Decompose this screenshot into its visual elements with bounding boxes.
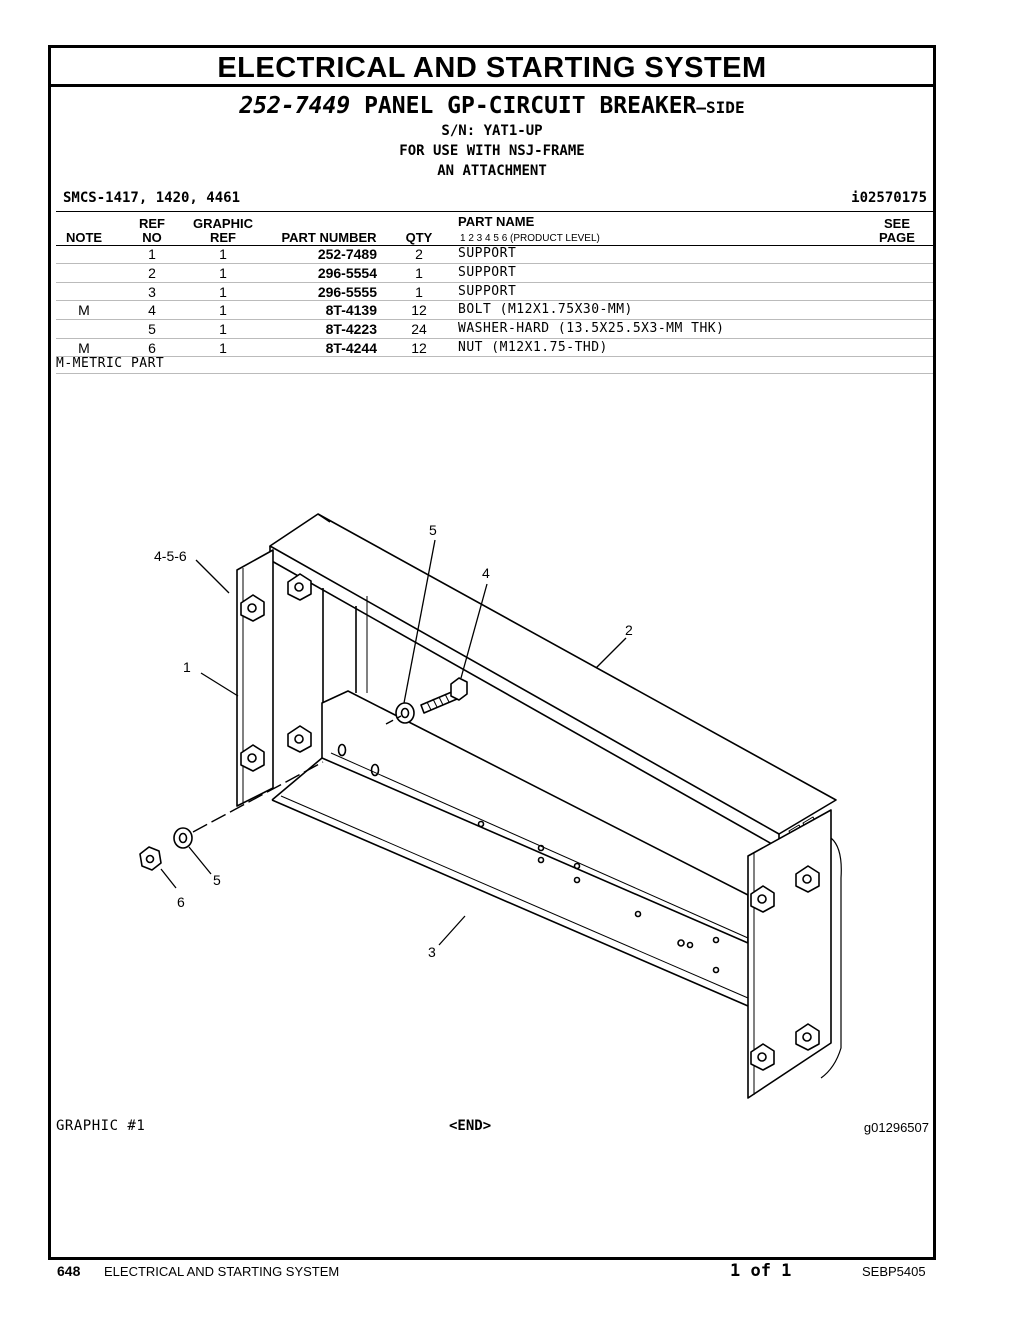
callout-leaders (160, 539, 627, 946)
smcs-codes: SMCS-1417, 1420, 4461 (63, 190, 241, 206)
parts-illustration (139, 513, 842, 1099)
col-ref-top: REF (139, 216, 165, 231)
row-divider (56, 263, 933, 264)
page-title: ELECTRICAL AND STARTING SYSTEM (217, 52, 767, 84)
row-note: M (78, 302, 90, 318)
end-marker: <END> (449, 1118, 492, 1134)
page-frame: ELECTRICAL AND STARTING SYSTEM 252-7449 … (48, 45, 936, 1260)
callout-6: 6 (177, 894, 185, 910)
exploded-bolt-4 (420, 677, 468, 714)
row-graphic-ref: 1 (219, 284, 227, 300)
group-part-number: 252-7449 (239, 93, 351, 119)
callout-5-top: 5 (429, 522, 437, 538)
col-graphic-top: GRAPHIC (193, 216, 253, 231)
callout-4-5-6: 4-5-6 (154, 548, 187, 564)
col-see-bottom: PAGE (879, 230, 915, 245)
illustration-id: i02570175 (851, 190, 927, 206)
col-see-top: SEE (883, 216, 910, 231)
row-qty: 12 (411, 302, 427, 318)
row-ref-no: 3 (148, 284, 156, 300)
table-row: 2 1 296-5554 1 SUPPORT (51, 264, 933, 282)
row-ref-no: 6 (148, 340, 156, 356)
table-top-rule (56, 211, 933, 212)
row-part-number: 8T-4223 (325, 321, 377, 337)
row-part-name: NUT (M12X1.75-THD) (458, 340, 608, 355)
callout-4: 4 (482, 565, 490, 581)
row-qty: 1 (415, 284, 423, 300)
support-3-drawing (271, 690, 749, 1007)
row-qty: 12 (411, 340, 427, 356)
row-part-number: 8T-4139 (325, 302, 377, 318)
row-divider (56, 300, 933, 301)
assembly-line-top (385, 715, 402, 725)
row-qty: 1 (415, 265, 423, 281)
plate-fasteners (240, 573, 820, 1071)
row-ref-no: 4 (148, 302, 156, 318)
row-graphic-ref: 1 (219, 265, 227, 281)
row-divider (56, 319, 933, 320)
header-rule (56, 245, 933, 246)
row-graphic-ref: 1 (219, 340, 227, 356)
attachment-note: AN ATTACHMENT (437, 163, 547, 179)
graphic-id: g01296507 (863, 1120, 929, 1135)
title-divider (51, 84, 933, 87)
exploded-nut-6 (139, 846, 162, 871)
row-qty: 2 (415, 246, 423, 262)
row-divider (56, 338, 933, 339)
product-levels: 1 2 3 4 5 6 (PRODUCT LEVEL) (460, 233, 600, 244)
page-of: 1 of 1 (730, 1261, 792, 1281)
table-row: 5 1 8T-4223 24 WASHER-HARD (13.5X25.5X3-… (51, 320, 933, 338)
use-with-note: FOR USE WITH NSJ-FRAME (399, 143, 585, 159)
group-heading: 252-7449 PANEL GP-CIRCUIT BREAKER–SIDE (51, 93, 933, 119)
row-part-name: SUPPORT (458, 246, 517, 261)
table-row: 3 1 296-5555 1 SUPPORT (51, 283, 933, 301)
col-note: NOTE (65, 230, 103, 245)
row-part-name: WASHER-HARD (13.5X25.5X3-MM THK) (458, 321, 725, 336)
serial-range: S/N: YAT1-UP (441, 123, 543, 139)
group-part-name: PANEL GP-CIRCUIT BREAKER (364, 93, 697, 119)
row-part-name: SUPPORT (458, 265, 517, 280)
row-part-number: 296-5555 (317, 284, 377, 300)
exploded-washer-5-bottom (173, 827, 193, 849)
table-row: M 6 1 8T-4244 12 NUT (M12X1.75-THD) (51, 339, 933, 357)
footer-section: ELECTRICAL AND STARTING SYSTEM (104, 1264, 340, 1279)
support-2-drawing (269, 513, 837, 849)
row-note: M (78, 340, 90, 356)
exploded-washer-5 (395, 702, 415, 724)
row-divider (56, 282, 933, 283)
row-part-name: BOLT (M12X1.75X30-MM) (458, 302, 633, 317)
col-graphic-bottom: REF (210, 230, 236, 245)
row-ref-no: 5 (148, 321, 156, 337)
metric-note: M-METRIC PART (56, 356, 165, 371)
row-part-number: 296-5554 (317, 265, 377, 281)
col-part-number: PART NUMBER (281, 230, 377, 245)
row-graphic-ref: 1 (219, 321, 227, 337)
callout-1: 1 (183, 659, 191, 675)
row-graphic-ref: 1 (219, 302, 227, 318)
legend-divider (56, 373, 933, 374)
document-id: SEBP5405 (862, 1264, 926, 1279)
row-part-name: SUPPORT (458, 284, 517, 299)
row-part-number: 252-7489 (317, 246, 377, 262)
graphic-label: GRAPHIC #1 (56, 1118, 146, 1134)
row-graphic-ref: 1 (219, 246, 227, 262)
table-row: 1 1 252-7489 2 SUPPORT (51, 245, 933, 263)
page-number: 648 (57, 1263, 81, 1279)
col-part-name: PART NAME (458, 214, 535, 229)
callout-3: 3 (428, 944, 436, 960)
callout-2: 2 (625, 622, 633, 638)
row-part-number: 8T-4244 (325, 340, 377, 356)
callout-5-bottom: 5 (213, 872, 221, 888)
col-ref-bottom: NO (142, 230, 162, 245)
row-qty: 24 (411, 321, 427, 337)
row-divider (56, 356, 933, 357)
row-ref-no: 2 (148, 265, 156, 281)
col-qty: QTY (405, 230, 433, 245)
assembly-line-bottom (192, 761, 324, 833)
group-part-name-suffix: –SIDE (696, 98, 745, 117)
row-ref-no: 1 (148, 246, 156, 262)
table-row: M 4 1 8T-4139 12 BOLT (M12X1.75X30-MM) (51, 301, 933, 319)
